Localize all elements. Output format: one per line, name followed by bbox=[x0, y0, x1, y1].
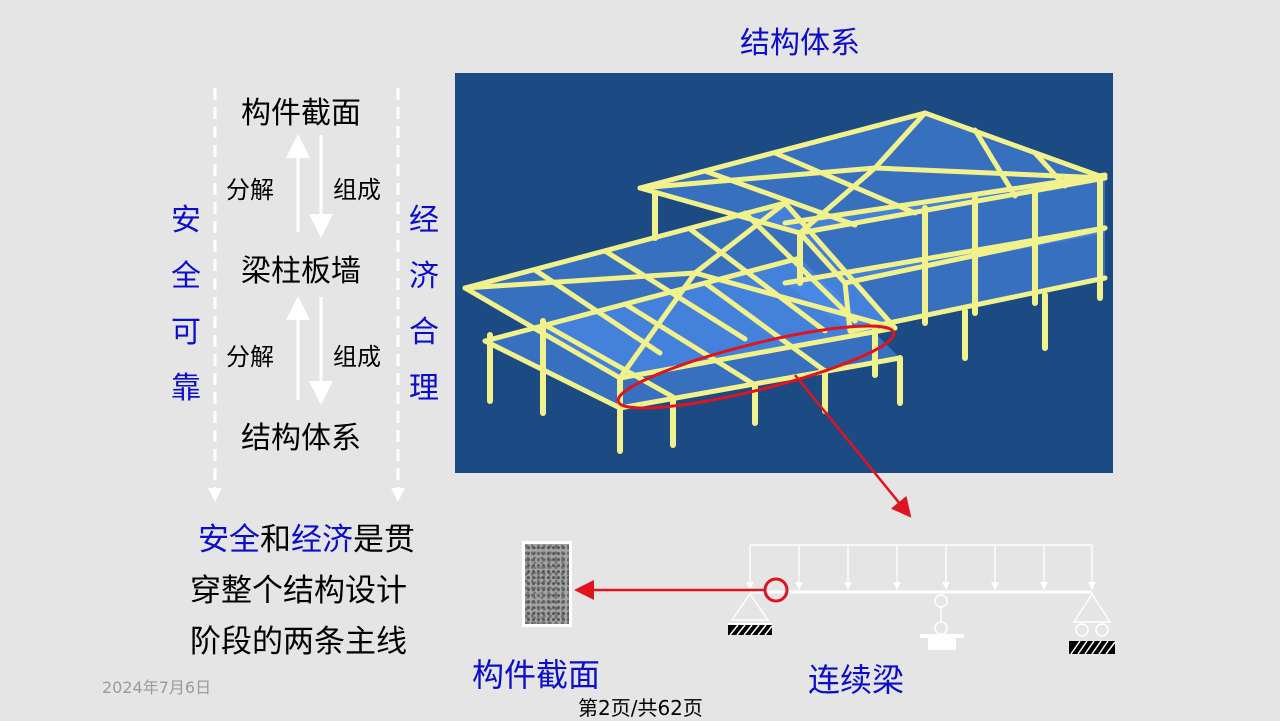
section-sample-image bbox=[522, 541, 572, 627]
hierarchy-bottom-text: 结构体系 bbox=[241, 421, 361, 456]
page-number: 第2页/共62页 bbox=[578, 696, 703, 720]
summary-line-3: 阶段的两条主线 bbox=[190, 624, 407, 660]
summary-text: 安全和经济是贯 穿整个结构设计 阶段的两条主线 bbox=[190, 515, 415, 668]
right-vertical-text: 经 济 合 理 bbox=[407, 193, 441, 417]
right-vertical-char: 经 bbox=[409, 203, 439, 238]
right-vertical-char: 合 bbox=[409, 315, 439, 350]
summary-and: 和 bbox=[260, 522, 291, 558]
structure-3d-image bbox=[455, 73, 1113, 473]
decompose-label-1: 分解 bbox=[226, 176, 274, 204]
beam-label: 连续梁 bbox=[808, 661, 905, 699]
hierarchy-top-text: 构件截面 bbox=[241, 96, 361, 131]
dashed-guides bbox=[208, 88, 405, 502]
left-vertical-text: 安 全 可 靠 bbox=[169, 193, 203, 417]
summary-line-2: 穿整个结构设计 bbox=[190, 573, 407, 609]
compose-label-2: 组成 bbox=[333, 343, 381, 371]
section-marker-circle bbox=[763, 577, 789, 603]
structure-frame-drawing bbox=[462, 110, 1108, 454]
beam-highlight-ellipse bbox=[616, 324, 896, 410]
summary-economy: 经济 bbox=[291, 522, 353, 558]
date-text: 2024年7月6日 bbox=[102, 678, 212, 697]
compose-label-1: 组成 bbox=[333, 176, 381, 204]
continuous-beam-diagram bbox=[728, 544, 1112, 650]
summary-through: 是贯 bbox=[353, 522, 415, 558]
decompose-label-2: 分解 bbox=[226, 343, 274, 371]
support-hatching bbox=[728, 624, 1116, 655]
left-vertical-char: 安 bbox=[171, 203, 201, 238]
pointer-arrow bbox=[794, 374, 912, 518]
right-vertical-char: 理 bbox=[409, 371, 439, 406]
slide-title: 结构体系 bbox=[740, 26, 860, 61]
summary-safety: 安全 bbox=[198, 522, 260, 558]
left-vertical-char: 靠 bbox=[171, 371, 201, 406]
hierarchy-middle-text: 梁柱板墙 bbox=[241, 254, 361, 289]
hierarchy-arrows bbox=[286, 134, 333, 405]
right-vertical-char: 济 bbox=[409, 259, 439, 294]
left-vertical-char: 可 bbox=[171, 315, 201, 350]
section-label: 构件截面 bbox=[472, 656, 601, 694]
left-vertical-char: 全 bbox=[171, 259, 201, 294]
